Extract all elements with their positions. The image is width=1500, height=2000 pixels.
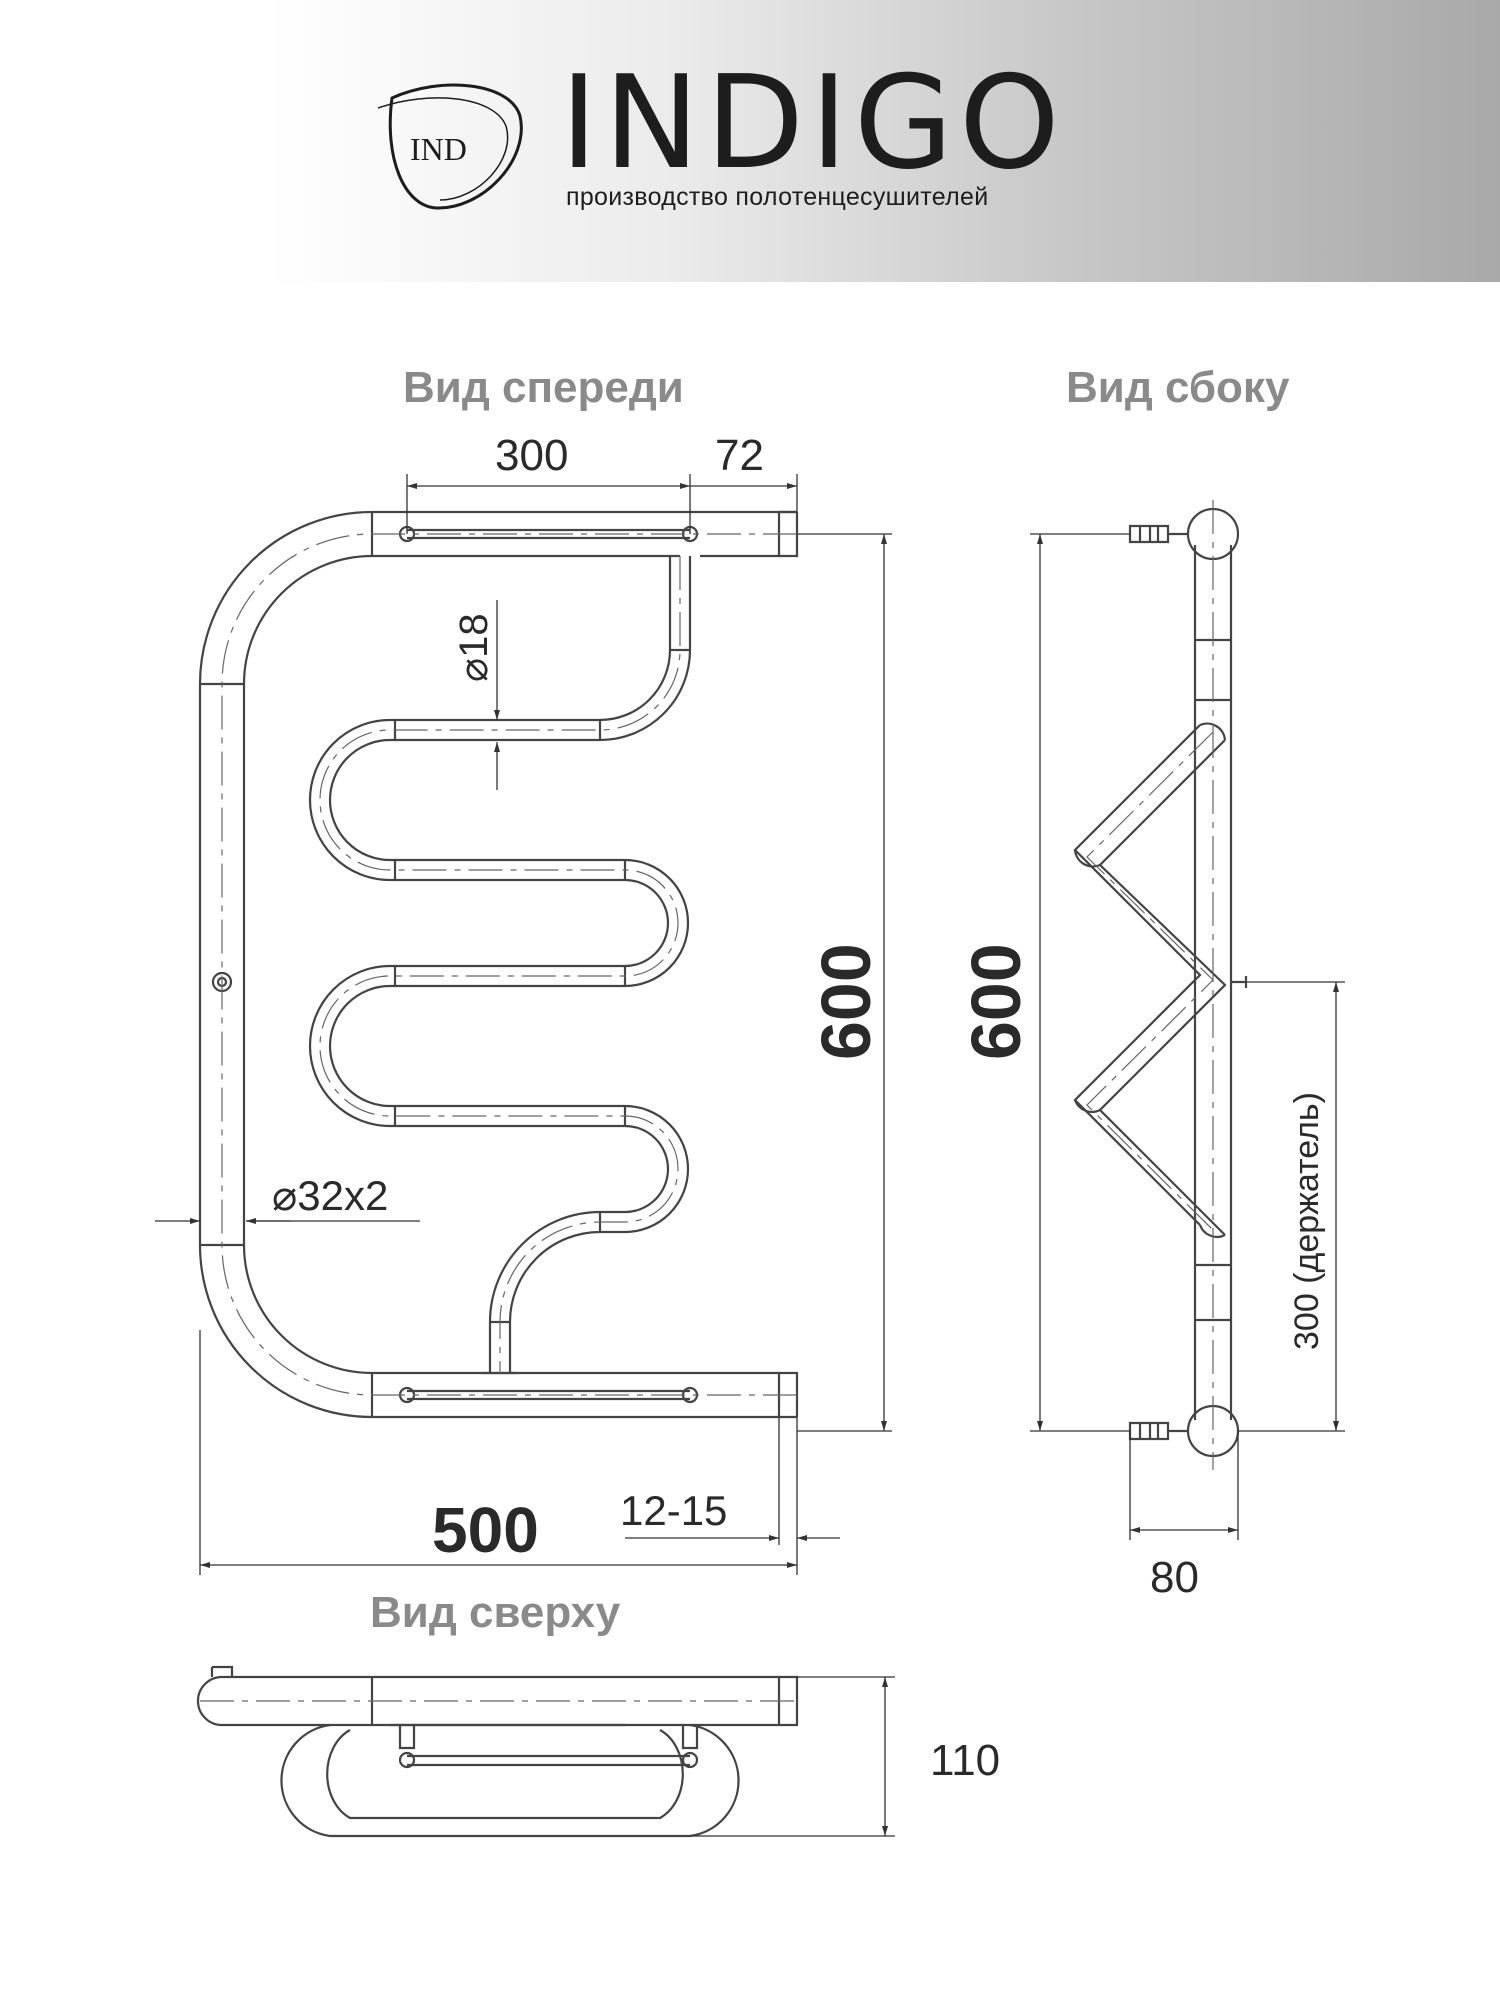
front-center-lines	[221, 533, 797, 1396]
indigo-logo-icon: IND	[377, 83, 523, 210]
brand-name: INDIGO	[560, 49, 1066, 198]
top-view-title: Вид сверху	[370, 1588, 621, 1637]
side-dimension-lines	[1030, 533, 1345, 1540]
dim-side-depth: 80	[1150, 1553, 1199, 1602]
dim-wall-gap: 12-15	[620, 1487, 727, 1534]
dim-pipe-main: ⌀32x2	[272, 1172, 388, 1219]
top-view-drawing	[196, 1665, 799, 1838]
logo-emblem-text: IND	[410, 131, 467, 167]
dim-pipe-small: ⌀18	[452, 613, 496, 682]
front-view-drawing	[198, 510, 799, 1419]
dim-holder: 300 (держатель)	[1288, 1092, 1326, 1350]
dim-top-depth: 110	[930, 1736, 1000, 1785]
side-view-drawing	[1073, 507, 1248, 1458]
front-view-title: Вид спереди	[403, 363, 684, 412]
side-view-title: Вид сбоку	[1066, 363, 1290, 412]
dim-height-side: 600	[957, 943, 1035, 1060]
brand-tagline: производство полотенцесушителей	[566, 183, 989, 211]
dim-mount-offset: 72	[715, 431, 764, 480]
front-dimension-lines	[155, 474, 892, 1575]
dim-height-front: 600	[807, 943, 885, 1060]
side-center-lines	[1086, 500, 1214, 1470]
top-dimension-lines	[690, 1676, 895, 1837]
header-banner: IND INDIGO производство полотенцесушител…	[0, 0, 1500, 282]
dim-width: 500	[432, 1494, 539, 1566]
dim-mount-spacing: 300	[495, 431, 568, 480]
